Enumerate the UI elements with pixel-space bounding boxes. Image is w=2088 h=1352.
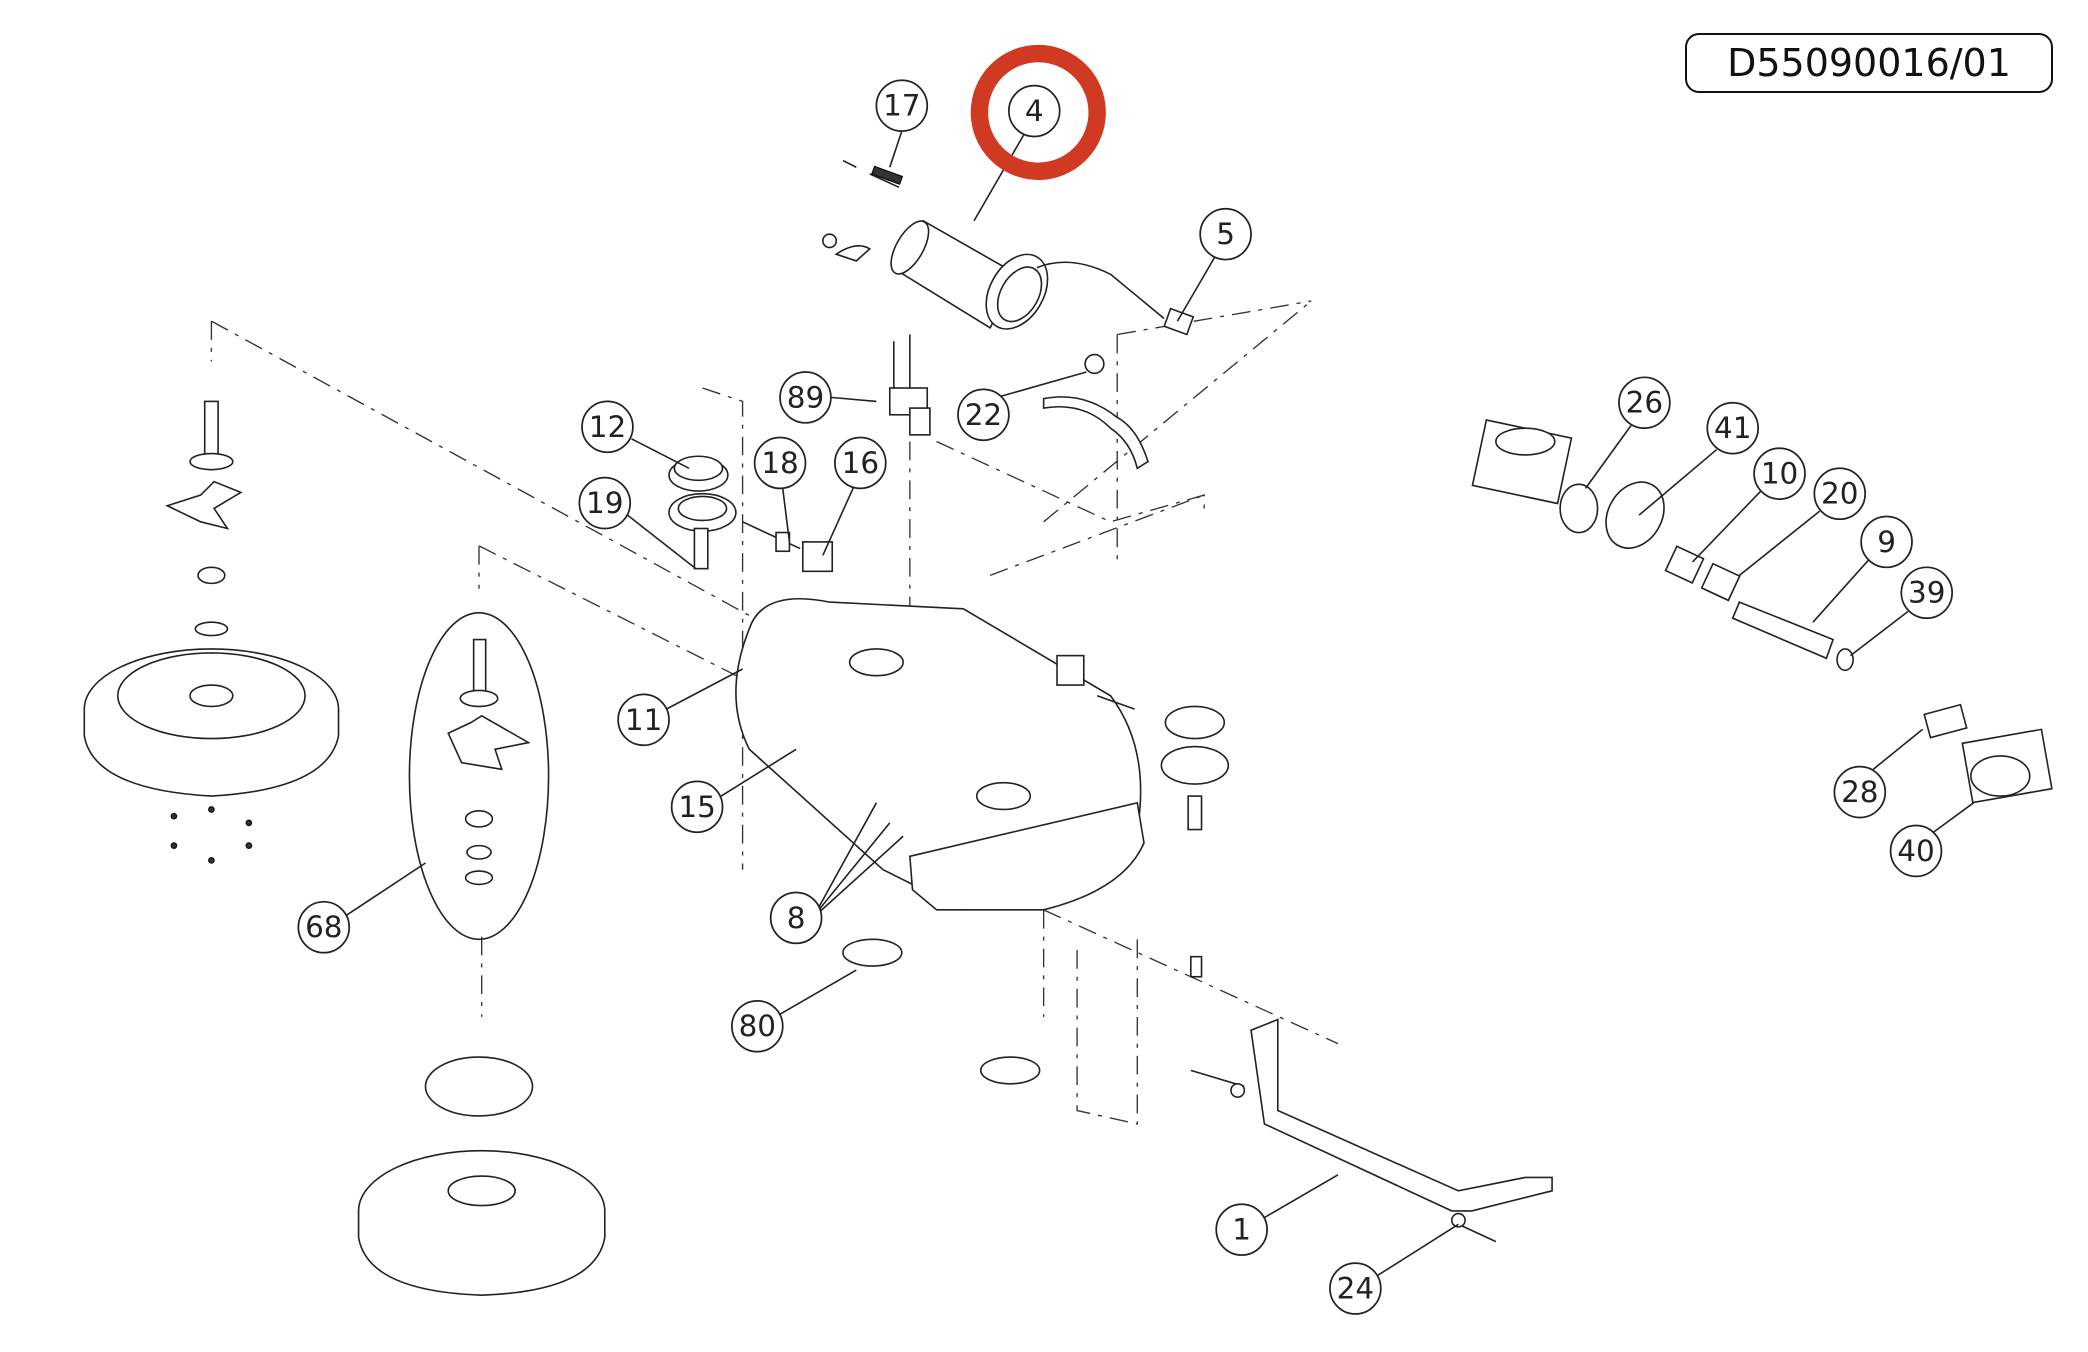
svg-text:89: 89 bbox=[787, 380, 824, 414]
svg-text:9: 9 bbox=[1877, 525, 1896, 559]
callout-22[interactable]: 22 bbox=[957, 388, 1010, 442]
motor-part-4 bbox=[822, 159, 1195, 336]
svg-text:20: 20 bbox=[1821, 477, 1858, 511]
svg-text:22: 22 bbox=[965, 398, 1002, 432]
pulley-right bbox=[1160, 705, 1230, 978]
svg-text:4: 4 bbox=[1025, 94, 1044, 128]
svg-text:24: 24 bbox=[1337, 1271, 1374, 1305]
callout-15[interactable]: 15 bbox=[670, 780, 724, 834]
callout-19[interactable]: 19 bbox=[578, 476, 632, 530]
callout-89[interactable]: 89 bbox=[779, 371, 832, 424]
callout-9[interactable]: 9 bbox=[1860, 515, 1913, 569]
brush-assembly-left bbox=[83, 400, 340, 864]
callout-18[interactable]: 18 bbox=[753, 436, 807, 490]
callout-20[interactable]: 20 bbox=[1813, 467, 1867, 521]
gearbox-assembly-right bbox=[1471, 419, 2053, 804]
solenoid-valve-part-89 bbox=[888, 334, 931, 436]
callout-1[interactable]: 1 bbox=[1215, 1203, 1268, 1256]
callout-80[interactable]: 80 bbox=[731, 999, 784, 1053]
svg-text:26: 26 bbox=[1626, 386, 1663, 420]
brush-hub-detail-part-68 bbox=[408, 612, 550, 941]
callout-leader-lines bbox=[346, 130, 1975, 1276]
callout-12[interactable]: 12 bbox=[581, 400, 634, 454]
squeegee-mount-bar-part-1 bbox=[1190, 1018, 1553, 1243]
pulley-part-12 bbox=[668, 455, 737, 570]
hose-part-22 bbox=[1042, 353, 1149, 470]
svg-text:10: 10 bbox=[1761, 457, 1798, 491]
callout-24[interactable]: 24 bbox=[1329, 1262, 1382, 1315]
highlight-ring-part-4 bbox=[970, 44, 1106, 180]
callout-11[interactable]: 11 bbox=[617, 693, 670, 747]
callout-5[interactable]: 5 bbox=[1199, 207, 1252, 261]
svg-text:1: 1 bbox=[1232, 1213, 1251, 1247]
svg-text:12: 12 bbox=[589, 410, 626, 444]
callout-39[interactable]: 39 bbox=[1900, 566, 1954, 620]
brush-plate-lower bbox=[357, 938, 1041, 1296]
callout-40[interactable]: 40 bbox=[1889, 824, 1943, 878]
callout-4[interactable]: 4 bbox=[1007, 84, 1061, 138]
svg-text:16: 16 bbox=[842, 446, 879, 480]
svg-text:39: 39 bbox=[1908, 576, 1945, 610]
svg-text:80: 80 bbox=[739, 1009, 776, 1043]
callout-17[interactable]: 17 bbox=[875, 79, 929, 132]
svg-text:15: 15 bbox=[678, 790, 715, 824]
callout-16[interactable]: 16 bbox=[834, 436, 887, 490]
callout-10[interactable]: 10 bbox=[1753, 447, 1806, 500]
callout-28[interactable]: 28 bbox=[1833, 765, 1887, 819]
svg-text:5: 5 bbox=[1216, 217, 1235, 251]
svg-text:17: 17 bbox=[883, 89, 920, 123]
svg-text:68: 68 bbox=[305, 910, 342, 944]
callout-8[interactable]: 8 bbox=[769, 891, 823, 945]
svg-text:11: 11 bbox=[625, 703, 662, 737]
callout-68[interactable]: 68 bbox=[297, 900, 351, 954]
svg-text:40: 40 bbox=[1897, 834, 1934, 868]
svg-text:41: 41 bbox=[1714, 411, 1751, 445]
svg-text:18: 18 bbox=[761, 446, 798, 480]
brush-deck-plate bbox=[735, 597, 1145, 911]
callout-41[interactable]: 41 bbox=[1706, 401, 1760, 455]
drawing-number-label: D55090016/01 bbox=[1685, 33, 2053, 93]
svg-text:8: 8 bbox=[787, 901, 806, 935]
svg-text:19: 19 bbox=[586, 486, 623, 520]
callout-26[interactable]: 26 bbox=[1618, 376, 1671, 430]
svg-text:28: 28 bbox=[1841, 775, 1878, 809]
